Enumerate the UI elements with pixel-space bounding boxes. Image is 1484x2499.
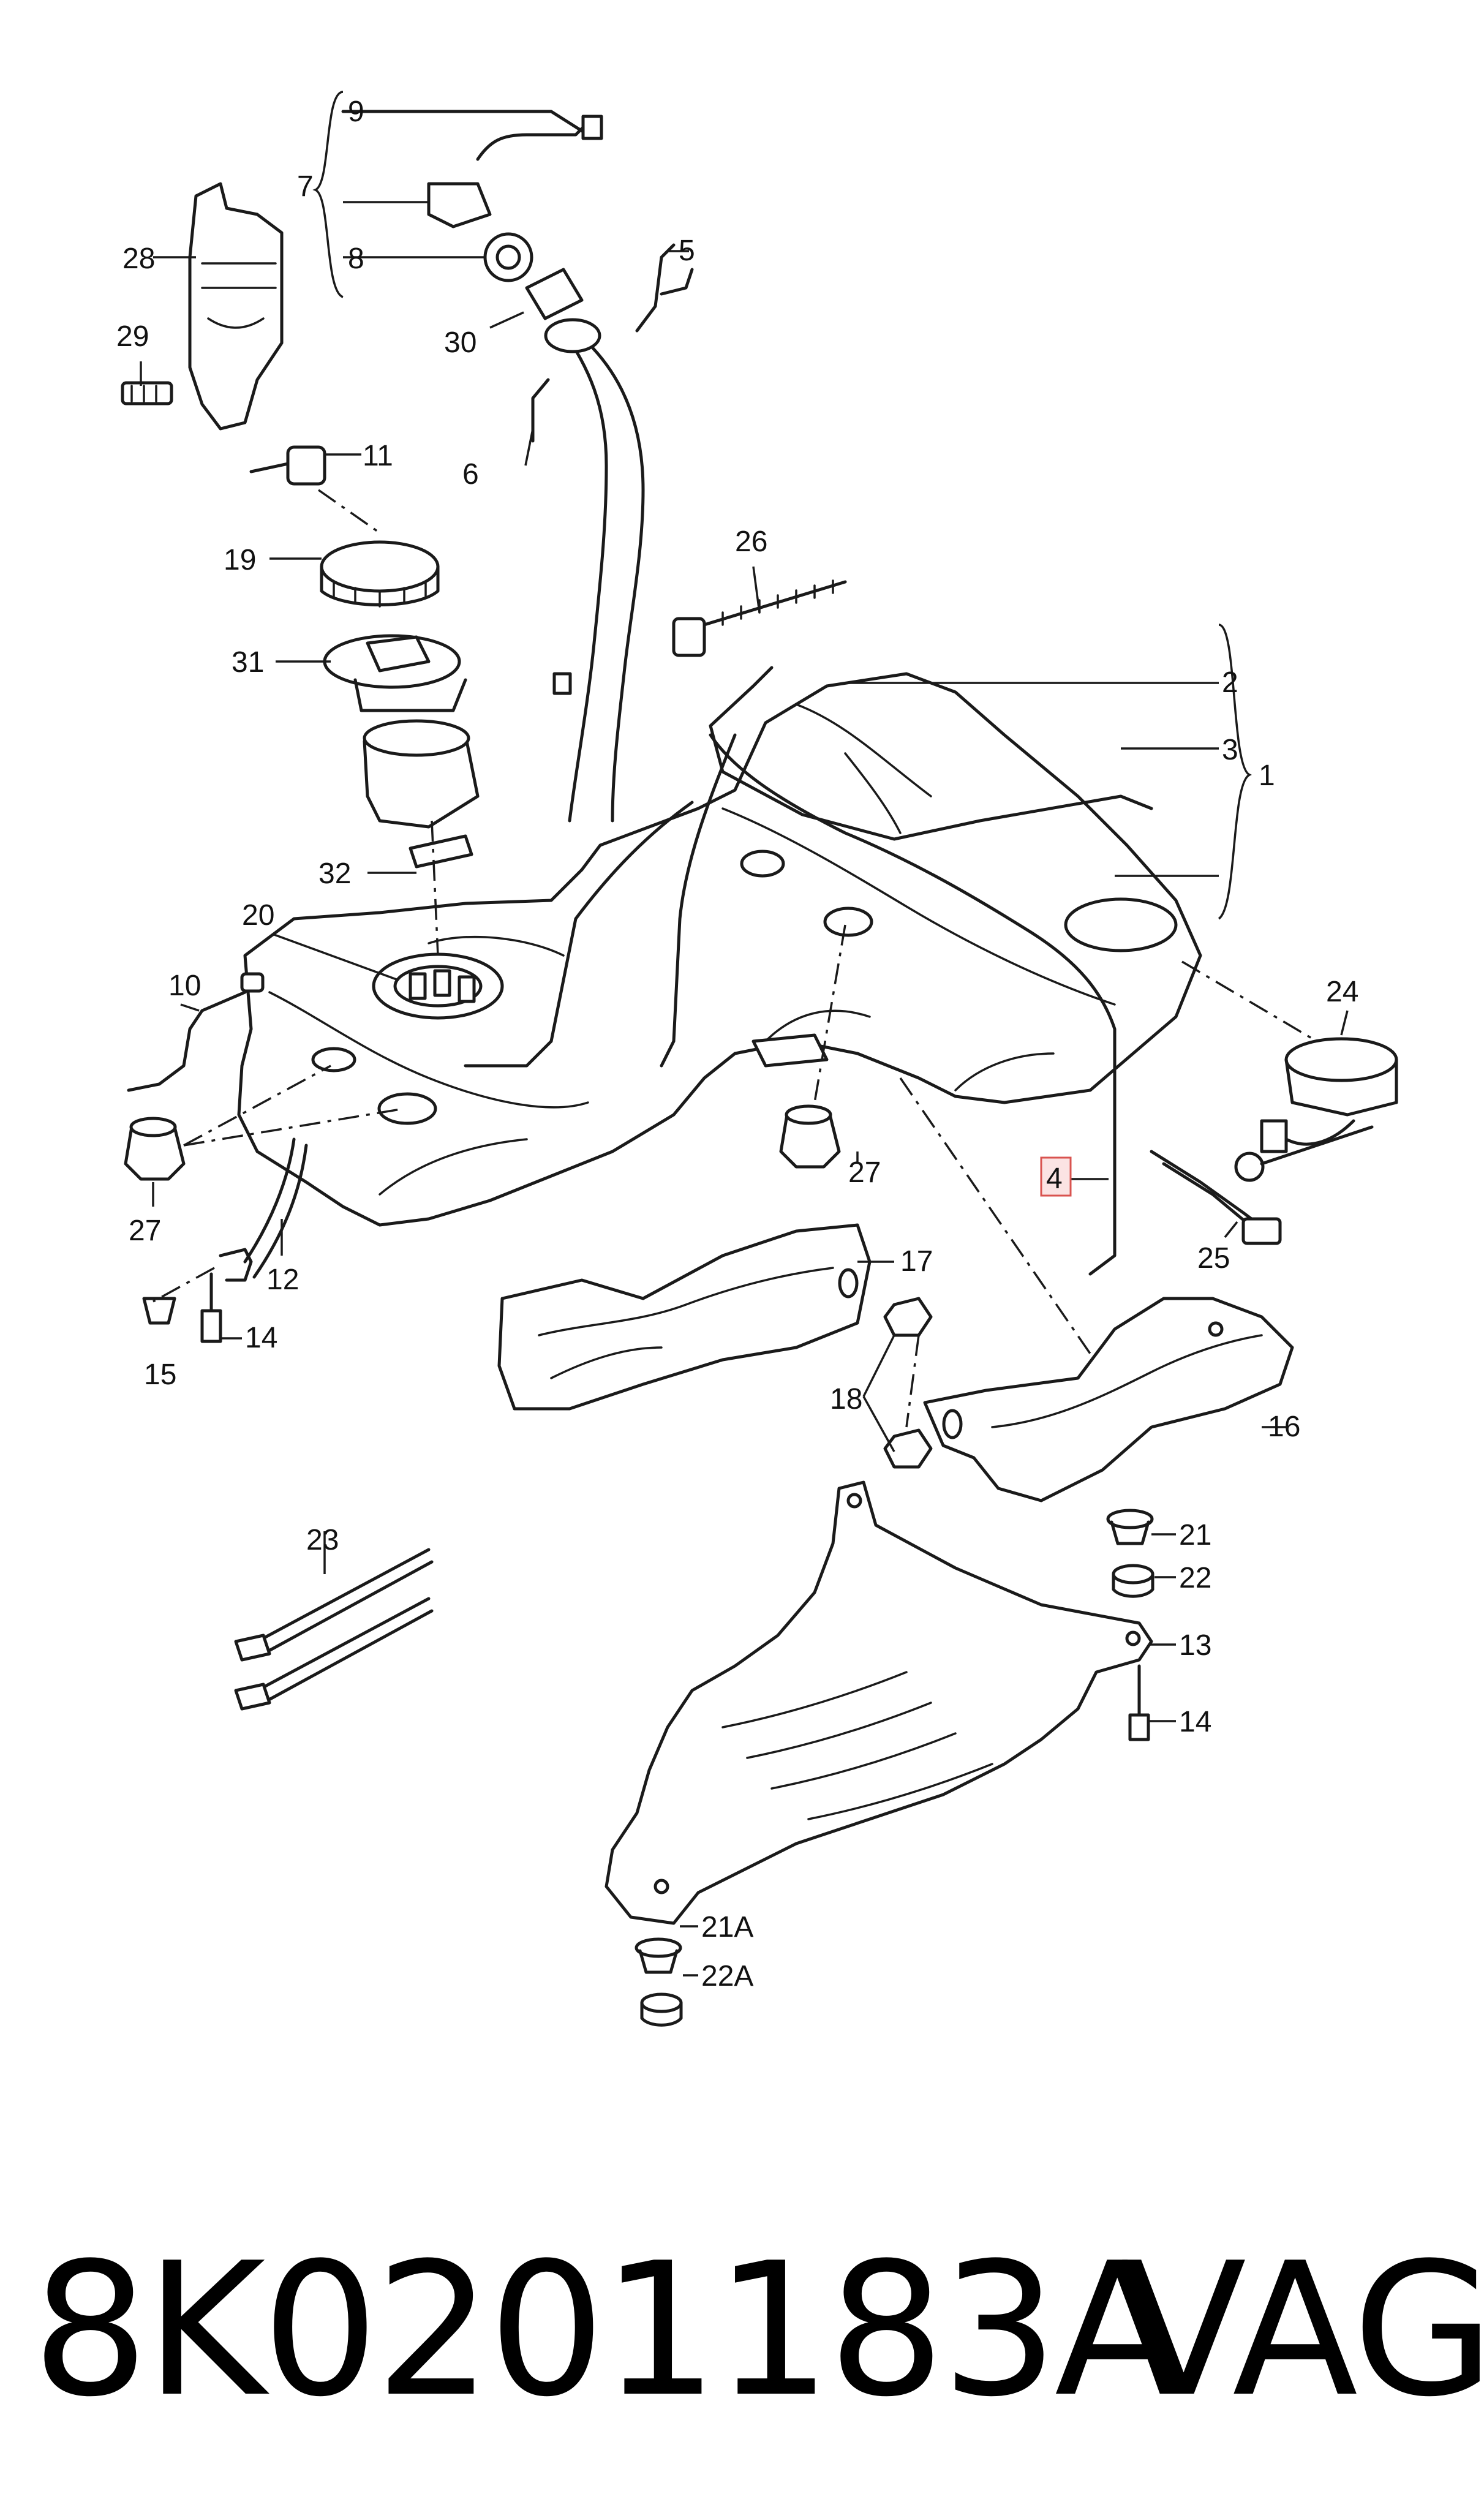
- grommet-22a: [640, 1992, 683, 2027]
- callout-9: 9: [348, 96, 364, 128]
- callout-11: 11: [363, 440, 393, 472]
- callout-21a: 21A: [701, 1911, 753, 1943]
- grommet-21: [1106, 1509, 1154, 1545]
- brace-1-3: [1218, 624, 1252, 920]
- bolt-14-lower: [1128, 1664, 1150, 1741]
- tank-strap: [709, 666, 1153, 841]
- callout-25: 25: [1197, 1242, 1230, 1275]
- callout-20: 20: [242, 899, 274, 932]
- sender-opening: [1064, 897, 1178, 952]
- callout-17: 17: [900, 1245, 933, 1278]
- cable-ties-23: [234, 1548, 434, 1711]
- connector-11: [249, 445, 326, 486]
- rubber-mount-27-right: [779, 1104, 841, 1169]
- callout-15: 15: [144, 1359, 176, 1391]
- bolt-14: [200, 1272, 222, 1343]
- callout-10: 10: [168, 970, 201, 1002]
- strap-12: [219, 1137, 308, 1282]
- part-number: 8K0201183A: [32, 2223, 1180, 2437]
- callout-7: 7: [297, 170, 314, 203]
- assembly-line: [899, 1077, 1091, 1354]
- bracket-25: [1150, 1150, 1282, 1245]
- callout-13: 13: [1179, 1629, 1211, 1662]
- heat-shield-17: [497, 1223, 872, 1411]
- return-line: [464, 801, 694, 1068]
- callout-12: 12: [266, 1264, 299, 1296]
- callout-6: 6: [462, 458, 479, 491]
- callout-labels: 9 7 8 5 30 28 29 11 6 26 19 31 2 3 1 32 …: [116, 96, 1358, 1992]
- callout-23: 23: [306, 1524, 339, 1556]
- bracket-28: [121, 182, 284, 431]
- clamp-26: [672, 579, 847, 657]
- nut-18-lower: [883, 1428, 933, 1469]
- assembly-line: [431, 820, 439, 956]
- assembly-line: [905, 1335, 920, 1428]
- callout-4: 4: [1046, 1163, 1063, 1195]
- callout-27-left: 27: [129, 1215, 161, 1247]
- assembly-line: [1181, 960, 1317, 1042]
- callout-22a: 22A: [701, 1960, 753, 1992]
- callout-29: 29: [116, 320, 149, 353]
- filler-neck: [531, 243, 694, 823]
- rubber-mount-27-left: [124, 1117, 186, 1181]
- brace-7-9: [312, 91, 344, 298]
- callout-28: 28: [122, 243, 155, 275]
- callout-2: 2: [1222, 666, 1238, 699]
- assembly-line: [153, 1267, 215, 1303]
- assembly-line: [183, 1065, 331, 1147]
- grommet-22: [1112, 1564, 1154, 1598]
- callout-3: 3: [1222, 734, 1238, 766]
- callout-31: 31: [232, 646, 264, 679]
- callout-5: 5: [679, 235, 695, 267]
- callout-32: 32: [318, 858, 351, 890]
- callout-18: 18: [830, 1383, 862, 1415]
- level-sender-24: [1234, 1037, 1398, 1182]
- fuel-line: [709, 733, 1117, 1276]
- callout-24: 24: [1326, 976, 1358, 1008]
- callout-22: 22: [1179, 1562, 1211, 1594]
- callout-1: 1: [1259, 760, 1275, 792]
- underbody-shield-13: [605, 1480, 1153, 1925]
- callout-27-right: 27: [848, 1156, 881, 1189]
- clip-15: [142, 1297, 176, 1325]
- caption: 8K0201183A VAG: [0, 2180, 1484, 2499]
- callout-4-highlight: [1040, 1156, 1072, 1197]
- brand-name: VAG: [1121, 2223, 1484, 2437]
- assembly-line: [317, 489, 381, 534]
- locking-ring-19: [320, 540, 440, 608]
- callout-16: 16: [1268, 1411, 1300, 1443]
- callout-8: 8: [348, 243, 364, 275]
- vent-line: [660, 733, 737, 1068]
- callout-30: 30: [444, 326, 476, 359]
- grommet-21a: [635, 1937, 682, 1974]
- fuel-pump-assembly: [323, 634, 480, 869]
- sender-20: [372, 952, 504, 1020]
- callout-14-lower: 14: [1179, 1706, 1211, 1738]
- hose-10-end: [240, 972, 265, 993]
- callout-26: 26: [735, 526, 767, 558]
- assembly-line: [183, 1107, 405, 1147]
- fuel-system-exploded-diagram: 9 7 8 5 30 28 29 11 6 26 19 31 2 3 1 32 …: [116, 91, 1398, 2027]
- callout-19: 19: [224, 544, 256, 576]
- callout-14-upper: 14: [245, 1322, 277, 1354]
- callout-21: 21: [1179, 1519, 1211, 1551]
- leader-lines: [140, 110, 1349, 1977]
- nut-18-upper: [883, 1297, 933, 1337]
- filler-cap-assembly: [341, 110, 603, 320]
- heat-shield-16: [923, 1297, 1294, 1502]
- fuel-tank: [237, 672, 1202, 1227]
- assembly-line: [813, 924, 846, 1103]
